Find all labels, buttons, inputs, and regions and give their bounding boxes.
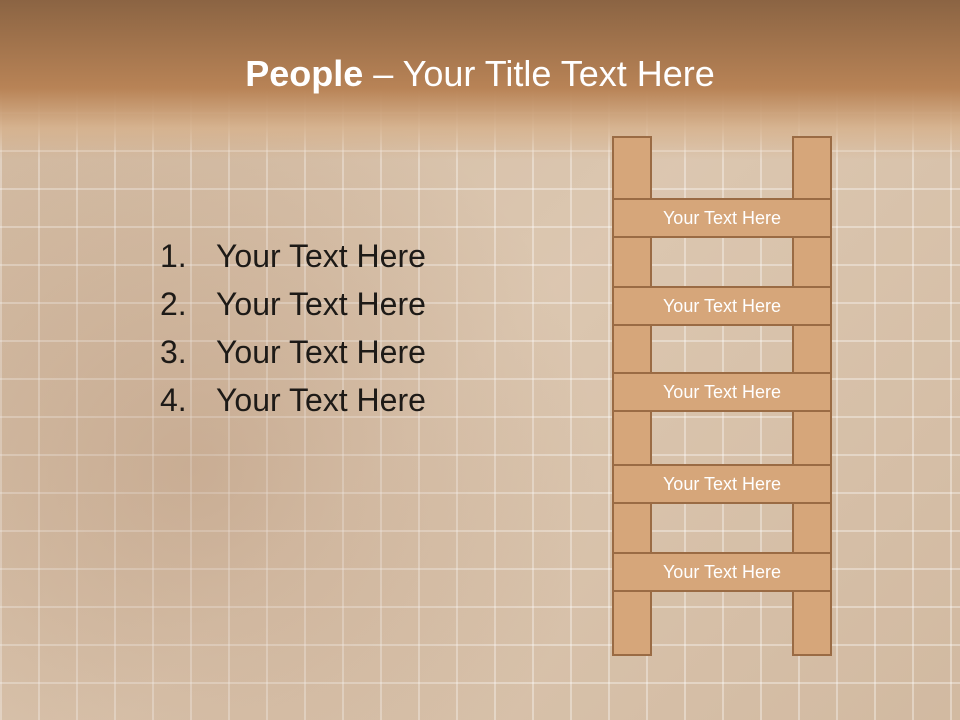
list-item: 4. Your Text Here bbox=[160, 376, 426, 424]
header-band bbox=[0, 0, 960, 160]
list-number: 2. bbox=[160, 286, 187, 322]
slide-title: People – Your Title Text Here bbox=[0, 52, 960, 96]
ladder-diagram: Your Text Here Your Text Here Your Text … bbox=[612, 136, 834, 658]
list-text: Your Text Here bbox=[216, 334, 426, 370]
title-bold: People bbox=[245, 53, 364, 94]
list-number: 4. bbox=[160, 382, 187, 418]
rung-label: Your Text Here bbox=[662, 207, 782, 228]
ladder-rung: Your Text Here bbox=[612, 464, 832, 504]
ladder-rung: Your Text Here bbox=[612, 198, 832, 238]
list-item: 3. Your Text Here bbox=[160, 328, 426, 376]
list-item: 1. Your Text Here bbox=[160, 232, 426, 280]
ladder-rung: Your Text Here bbox=[612, 372, 832, 412]
rung-label: Your Text Here bbox=[662, 295, 782, 316]
title-rest: – Your Title Text Here bbox=[363, 53, 715, 94]
rung-label: Your Text Here bbox=[662, 561, 782, 582]
ladder-rung: Your Text Here bbox=[612, 552, 832, 592]
ladder-rung: Your Text Here bbox=[612, 286, 832, 326]
list-text: Your Text Here bbox=[216, 238, 426, 274]
list-number: 3. bbox=[160, 334, 187, 370]
rung-label: Your Text Here bbox=[662, 473, 782, 494]
list-number: 1. bbox=[160, 238, 187, 274]
list-text: Your Text Here bbox=[216, 382, 426, 418]
list-item: 2. Your Text Here bbox=[160, 280, 426, 328]
list-text: Your Text Here bbox=[216, 286, 426, 322]
rung-label: Your Text Here bbox=[662, 381, 782, 402]
numbered-list: 1. Your Text Here 2. Your Text Here 3. Y… bbox=[160, 232, 426, 424]
